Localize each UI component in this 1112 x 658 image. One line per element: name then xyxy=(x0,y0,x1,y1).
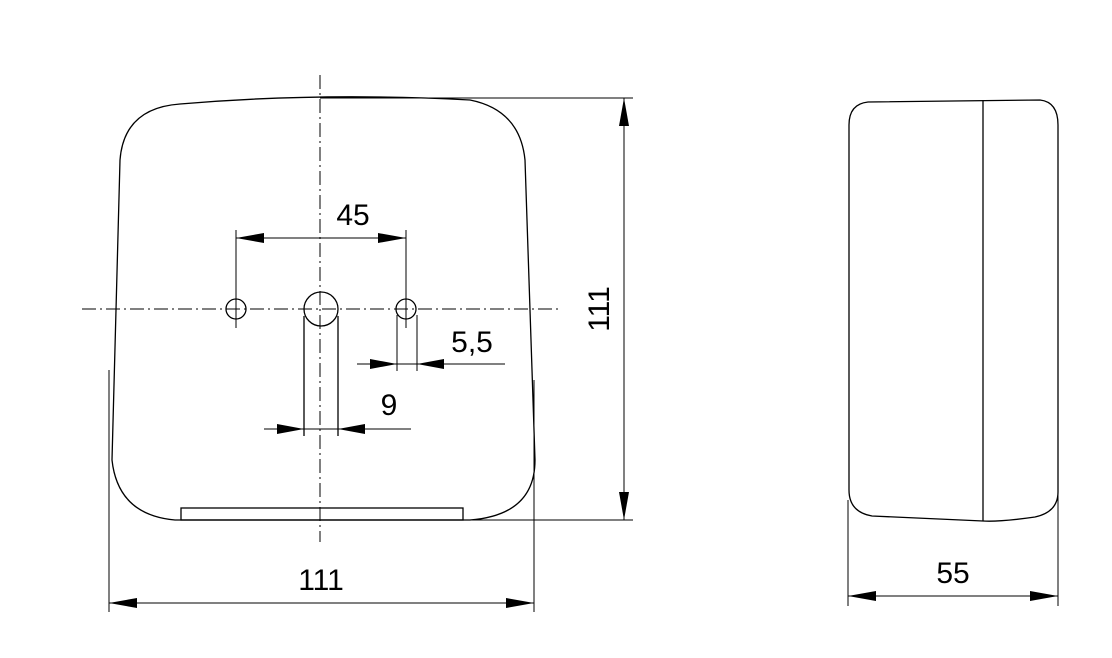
dim-label-small-hole: 5,5 xyxy=(451,326,493,359)
side-outline xyxy=(848,99,1059,522)
arrow xyxy=(109,598,137,608)
arrow xyxy=(370,359,397,369)
dim-label-hole-spacing: 45 xyxy=(336,199,369,232)
arrow xyxy=(619,492,629,520)
side-view: 55 xyxy=(847,99,1059,606)
arrow xyxy=(506,598,534,608)
arrow xyxy=(848,591,876,601)
front-outline xyxy=(111,96,536,521)
dim-label-width: 111 xyxy=(298,564,344,597)
arrow xyxy=(619,98,629,126)
dim-label-depth: 55 xyxy=(936,557,969,590)
bottom-strip xyxy=(180,507,464,521)
dim-label-slot-width: 9 xyxy=(381,389,398,422)
cable-hole xyxy=(303,291,339,327)
arrow xyxy=(236,233,264,243)
arrow xyxy=(378,233,406,243)
arrow xyxy=(1030,591,1058,601)
arrow xyxy=(417,359,444,369)
dim-label-height: 111 xyxy=(583,286,616,332)
arrow xyxy=(338,424,365,434)
front-view: 45 5,5 9 111 111 xyxy=(82,75,633,612)
arrow xyxy=(277,424,304,434)
